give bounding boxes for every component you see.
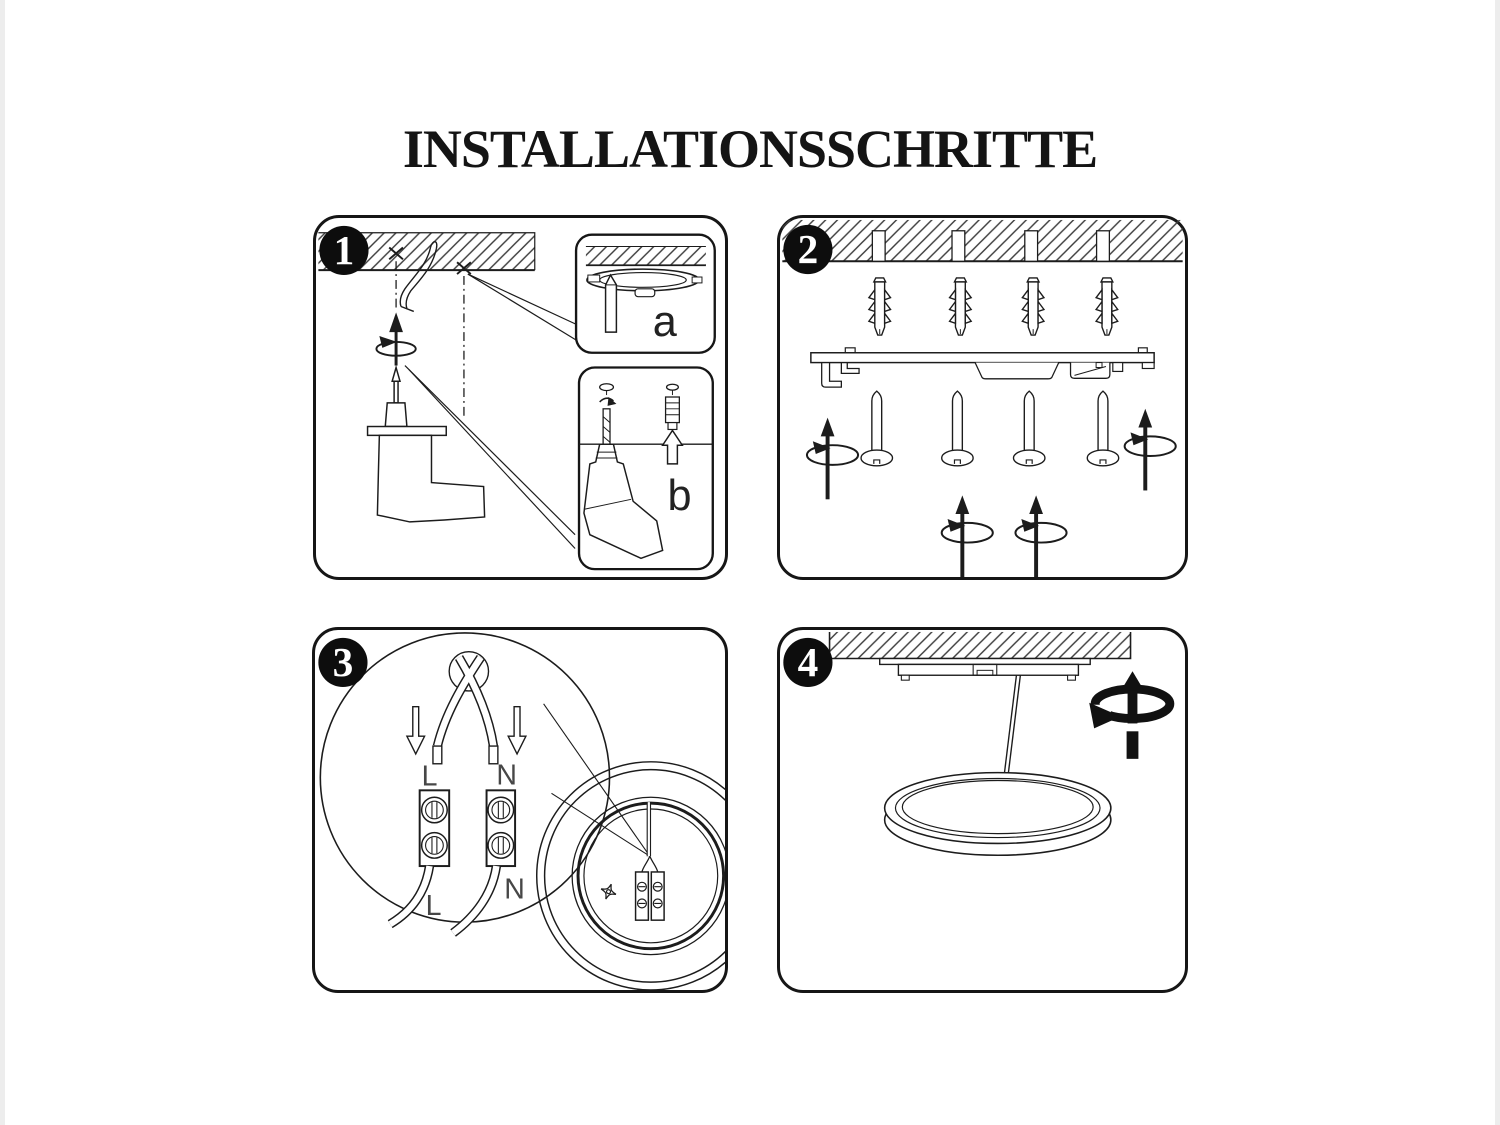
- step-2-badge: 2: [783, 224, 833, 275]
- lamp-disc: [883, 771, 1112, 857]
- live-label-bottom: L: [426, 890, 442, 922]
- callout-lines: [543, 703, 651, 857]
- wall-anchor-icons: [868, 277, 1119, 336]
- step-4-panel: 4: [777, 627, 1188, 993]
- step-1-number: 1: [334, 227, 355, 273]
- drill-mark-x-icons: [388, 246, 472, 275]
- ceiling-cable-icon: [399, 241, 438, 313]
- ceiling-hatch: [782, 219, 1183, 263]
- step-4-drawing: 4: [783, 631, 1175, 857]
- live-label-top: L: [422, 760, 438, 792]
- anchor-insert-icon: [661, 383, 684, 465]
- step-2-panel: 2: [777, 215, 1188, 580]
- detail-b-panel: b: [577, 366, 714, 571]
- step-3-panel: L N: [312, 627, 728, 993]
- lamp-base-circles: [536, 761, 725, 990]
- step-2-number: 2: [798, 226, 819, 272]
- guide-lines: [395, 261, 465, 420]
- lamp-terminal-blocks: [634, 802, 665, 921]
- supply-wires: [432, 654, 499, 765]
- screw-hole-marker-icon: [600, 883, 617, 900]
- marker-pen-icon: [366, 364, 486, 523]
- mounting-ring-icon: [586, 268, 703, 298]
- drill-icon: [583, 383, 664, 560]
- drill-holes: [871, 230, 1111, 262]
- step-3-number: 3: [333, 639, 354, 685]
- step-4-number: 4: [798, 639, 819, 685]
- mounting-plate: [810, 347, 1155, 388]
- rotate-install-icon: [1083, 671, 1175, 759]
- step-4-badge: 4: [783, 637, 833, 688]
- step-1-badge: 1: [319, 225, 369, 276]
- insert-arrow-icon: [661, 429, 684, 465]
- neutral-label-top: N: [496, 759, 517, 791]
- terminal-blocks: [418, 789, 517, 868]
- neutral-label-bottom: N: [504, 874, 525, 906]
- page-edge-left: [0, 0, 5, 1125]
- page-edge-right: [1495, 0, 1500, 1125]
- screw-icons: [860, 390, 1120, 467]
- detail-a-panel: a: [574, 233, 716, 354]
- step-1-drawing: a: [318, 225, 716, 571]
- detail-a-label: a: [653, 298, 678, 346]
- wire-down-arrow-icons: [405, 706, 528, 756]
- cable-hole: [448, 650, 490, 692]
- pencil-icon: [604, 273, 618, 333]
- screw-turn-arrow-icons: [805, 407, 1177, 577]
- step-2-drawing: 2: [782, 219, 1183, 577]
- detail-b-label: b: [668, 472, 692, 520]
- ceiling-hatch-a: [585, 246, 706, 267]
- step-1-panel: a: [313, 215, 728, 580]
- turn-up-arrow-icon: [375, 312, 417, 366]
- step-3-badge: 3: [318, 637, 368, 688]
- ceiling-hatch: [828, 631, 1132, 660]
- mounting-plate: [879, 657, 1091, 681]
- callout-lines: [404, 273, 577, 549]
- outgoing-wires: [387, 865, 502, 937]
- step-3-drawing: L N: [318, 632, 725, 990]
- pendant-rod: [1002, 675, 1022, 780]
- page-title: INSTALLATIONSSCHRITTE: [402, 119, 1098, 179]
